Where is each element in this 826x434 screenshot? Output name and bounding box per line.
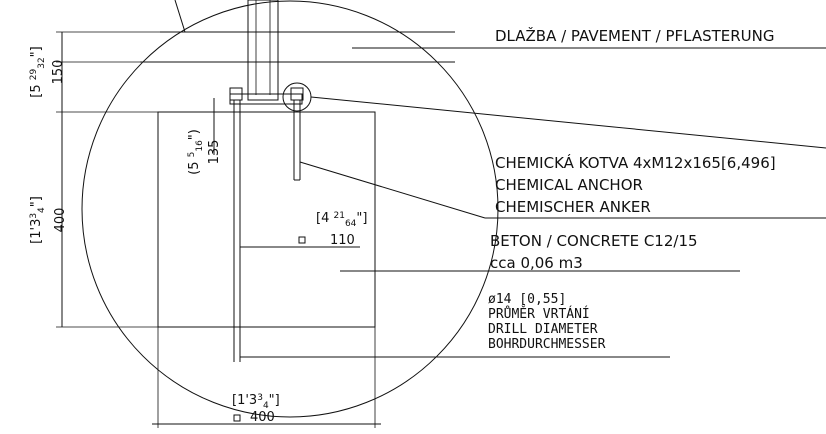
anchor-depth-dimension: (5 516") 135 — [187, 129, 222, 175]
svg-text:[1'334"]: [1'334"] — [29, 196, 47, 244]
svg-text:150: 150 — [51, 60, 66, 85]
pavement-dimension: [5 2932"] 150 — [29, 46, 66, 97]
anchor-detail-circle — [282, 82, 312, 112]
left-dimension-lines — [56, 31, 160, 328]
pole-base — [247, 0, 279, 101]
concrete-block — [157, 111, 376, 328]
detail-circle — [81, 0, 499, 418]
svg-text:400: 400 — [53, 208, 68, 233]
anchor-offset-imperial: [4 2164"] — [316, 211, 367, 229]
concrete-label: BETON / CONCRETE C12/15 — [490, 232, 698, 250]
anchor-offset-mm: 110 — [330, 233, 355, 248]
drill-size-label: ø14 [0,55] — [488, 292, 566, 307]
width-mm: 400 — [250, 410, 275, 425]
svg-text:[5 2932"]: [5 2932"] — [29, 46, 47, 97]
drill-label-en: DRILL DIAMETER — [488, 322, 598, 337]
leader-anchor-detail — [310, 96, 826, 149]
leader-top-left — [174, 0, 186, 33]
depth-dimension: [1'334"] 400 — [29, 196, 68, 244]
leader-anchor — [299, 161, 486, 219]
anchor-label-en: CHEMICAL ANCHOR — [495, 176, 643, 194]
pavement-label: DLAŽBA / PAVEMENT / PFLASTERUNG — [495, 26, 775, 45]
svg-text:135: 135 — [207, 140, 222, 165]
drill-label-de: BOHRDURCHMESSER — [488, 337, 606, 352]
width-imperial: [1'334"] — [232, 393, 280, 411]
anchor-label-de: CHEMISCHER ANKER — [495, 198, 651, 216]
drill-label-cz: PRŮMĚR VRTÁNÍ — [488, 306, 590, 322]
anchor-label-cz: CHEMICKÁ KOTVA 4xM12x165[6,496] — [495, 153, 776, 172]
volume-label: cca 0,06 m3 — [490, 254, 583, 272]
bottom-width-dimension-lines — [152, 327, 381, 428]
anchor-bolts — [229, 87, 304, 362]
svg-text:(5 516"): (5 516") — [187, 129, 205, 175]
